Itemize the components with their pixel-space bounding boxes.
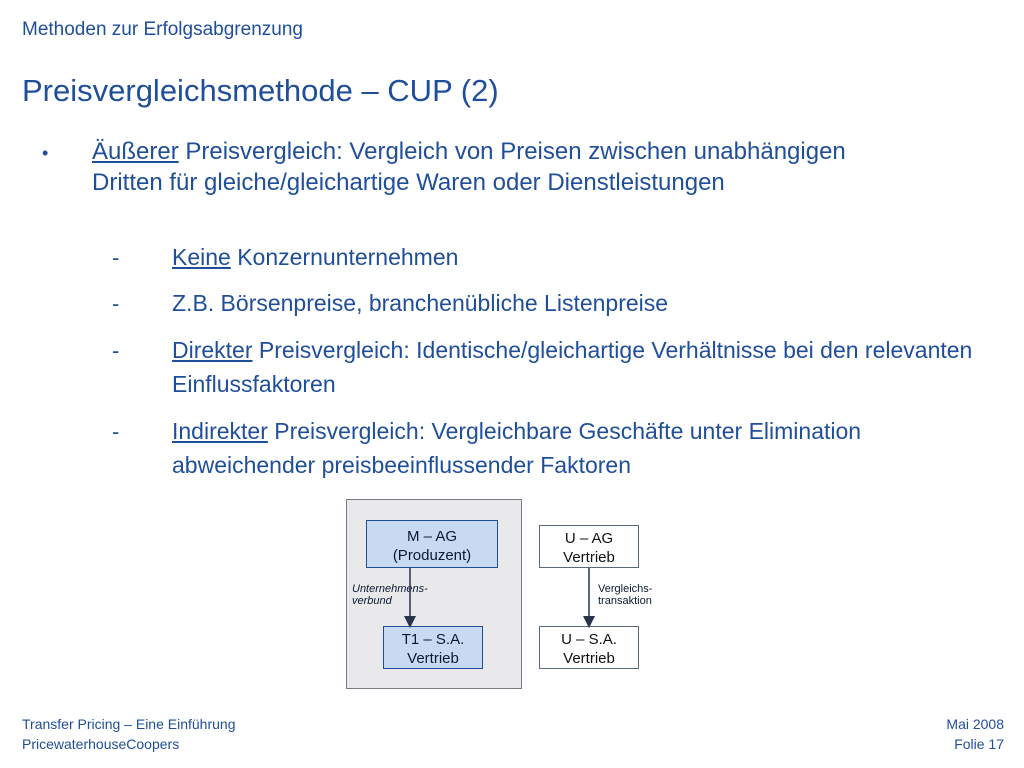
- subpoint-2: Z.B. Börsenpreise, branchenübliche Liste…: [172, 286, 1002, 320]
- u-ag-box: U – AG Vertrieb: [539, 525, 639, 568]
- u-sa-role: Vertrieb: [563, 650, 615, 667]
- comparison-label: Vergleichs- transaktion: [598, 583, 652, 607]
- subpoint-dash: -: [112, 419, 120, 444]
- subpoint-1-underlined: Keine: [172, 244, 231, 270]
- t1-sa-box: T1 – S.A. Vertrieb: [383, 626, 483, 669]
- subpoint-dash: -: [112, 245, 120, 270]
- comparison-label-line2: transaktion: [598, 595, 652, 607]
- u-sa-label: U – S.A.: [561, 631, 617, 648]
- slide-title: Preisvergleichsmethode – CUP (2): [22, 73, 499, 108]
- subpoint-4-text: Preisvergleich: Vergleichbare Geschäfte …: [172, 418, 862, 478]
- t1-sa-label: T1 – S.A.: [401, 631, 465, 648]
- m-ag-box: M – AG (Produzent): [366, 520, 498, 568]
- group-label-line1: Unternehmens-: [352, 583, 428, 595]
- footer-left: Transfer Pricing – Eine Einführung Price…: [22, 714, 235, 754]
- subpoint-dash: -: [112, 338, 120, 363]
- subpoint-3: Direkter Preisvergleich: Identische/glei…: [172, 333, 1002, 401]
- footer-title: Transfer Pricing – Eine Einführung: [22, 716, 236, 732]
- footer-company: PricewaterhouseCoopers: [22, 736, 180, 752]
- u-ag-role: Vertrieb: [563, 549, 615, 566]
- group-label-line2: verbund: [352, 595, 392, 607]
- bullet-body: Preisvergleich: Vergleich von Preisen zw…: [92, 138, 846, 196]
- u-ag-label: U – AG: [564, 530, 614, 547]
- subpoint-1: Keine Konzernunternehmen: [172, 240, 1002, 274]
- footer-date: Mai 2008: [946, 716, 1004, 732]
- subpoint-4: Indirekter Preisvergleich: Vergleichbare…: [172, 414, 1002, 482]
- subpoint-3-underlined: Direkter: [172, 337, 253, 363]
- group-label: Unternehmens- verbund: [352, 583, 428, 607]
- u-sa-box: U – S.A. Vertrieb: [539, 626, 639, 669]
- t1-sa-role: Vertrieb: [407, 650, 459, 667]
- subpoint-4-underlined: Indirekter: [172, 418, 268, 444]
- subpoint-1-text: Konzernunternehmen: [230, 244, 459, 270]
- m-ag-label: M – AG: [406, 528, 458, 545]
- footer-right: Mai 2008 Folie 17: [946, 714, 1004, 754]
- footer-slide-number: Folie 17: [954, 736, 1004, 752]
- section-title: Methoden zur Erfolgsabgrenzung: [22, 19, 303, 40]
- m-ag-role: (Produzent): [392, 547, 472, 564]
- subpoint-2-text: Z.B. Börsenpreise, branchenübliche Liste…: [172, 290, 669, 316]
- main-bullet: Äußerer Preisvergleich: Vergleich von Pr…: [92, 136, 852, 198]
- bullet-lead: Äußerer: [92, 138, 179, 165]
- comparison-label-line1: Vergleichs-: [598, 583, 653, 595]
- subpoint-dash: -: [112, 291, 120, 316]
- subpoint-3-text: Preisvergleich: Identische/gleichartige …: [172, 337, 973, 397]
- bullet-marker: •: [42, 143, 49, 163]
